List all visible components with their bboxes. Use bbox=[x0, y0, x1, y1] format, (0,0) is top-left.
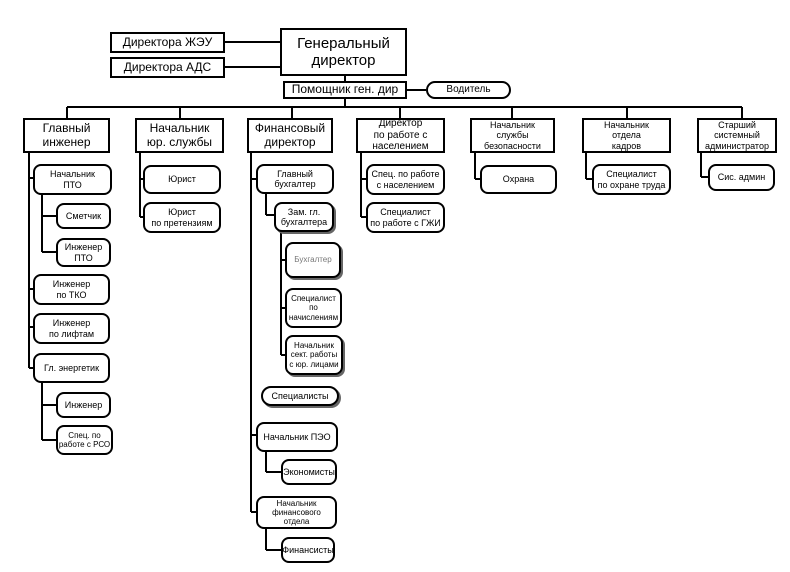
fin-dept-head-box: Начальник финансового отдела bbox=[256, 496, 337, 529]
labor-safety-specialist-box: Специалист по охране труда bbox=[592, 164, 671, 195]
rso-specialist-box: Спец. по работе с РСО bbox=[56, 425, 113, 455]
general-director-box: Генеральный директор bbox=[280, 28, 407, 76]
chief-accountant-box: Главный бухгалтер bbox=[256, 164, 334, 194]
assistant-box: Помощник ген. дир bbox=[283, 81, 407, 99]
hr-head-box: Начальник отдела кадров bbox=[582, 118, 671, 153]
finance-director-box: Финансовый директор bbox=[247, 118, 333, 153]
chief-power-engineer-box: Гл. энергетик bbox=[33, 353, 110, 383]
tko-engineer-box: Инженер по ТКО bbox=[33, 274, 110, 305]
economists-box: Экономисты bbox=[281, 459, 337, 485]
chief-engineer-box: Главный инженер bbox=[23, 118, 110, 153]
engineer-box: Инженер bbox=[56, 392, 111, 418]
driver-box: Водитель bbox=[426, 81, 511, 99]
pto-engineer-box: Инженер ПТО bbox=[56, 238, 111, 267]
claims-lawyer-box: Юрист по претензиям bbox=[143, 202, 221, 233]
gzhi-specialist-box: Специалист по работе с ГЖИ bbox=[366, 202, 445, 233]
specialists-box: Специалисты bbox=[261, 386, 339, 406]
estimator-box: Сметчик bbox=[56, 203, 111, 229]
population-director-box: Директор по работе с населением bbox=[356, 118, 445, 153]
pto-head-box: Начальник ПТО bbox=[33, 164, 112, 195]
accountant-box: Бухгалтер bbox=[285, 242, 341, 278]
deputy-accountant-box: Зам. гл. бухгалтера bbox=[274, 202, 334, 232]
population-specialist-box: Спец. по работе с населением bbox=[366, 164, 445, 195]
financiers-box: Финансисты bbox=[281, 537, 335, 563]
sysadmin-head-box: Старший системный администратор bbox=[697, 118, 777, 153]
lawyer-box: Юрист bbox=[143, 165, 221, 194]
security-head-box: Начальник службы безопасности bbox=[470, 118, 555, 153]
director-ads-box: Директора АДС bbox=[110, 57, 225, 78]
legal-head-box: Начальник юр. службы bbox=[135, 118, 224, 153]
guard-box: Охрана bbox=[480, 165, 557, 194]
lift-engineer-box: Инженер по лифтам bbox=[33, 313, 110, 344]
peo-head-box: Начальник ПЭО bbox=[256, 422, 338, 452]
director-zheu-box: Директора ЖЭУ bbox=[110, 32, 225, 53]
accrual-specialist-box: Специалист по начислениям bbox=[285, 288, 342, 328]
sysadmin-box: Сис. админ bbox=[708, 164, 775, 191]
legal-entities-head-box: Начальник сект. работы с юр. лицами bbox=[285, 335, 343, 375]
